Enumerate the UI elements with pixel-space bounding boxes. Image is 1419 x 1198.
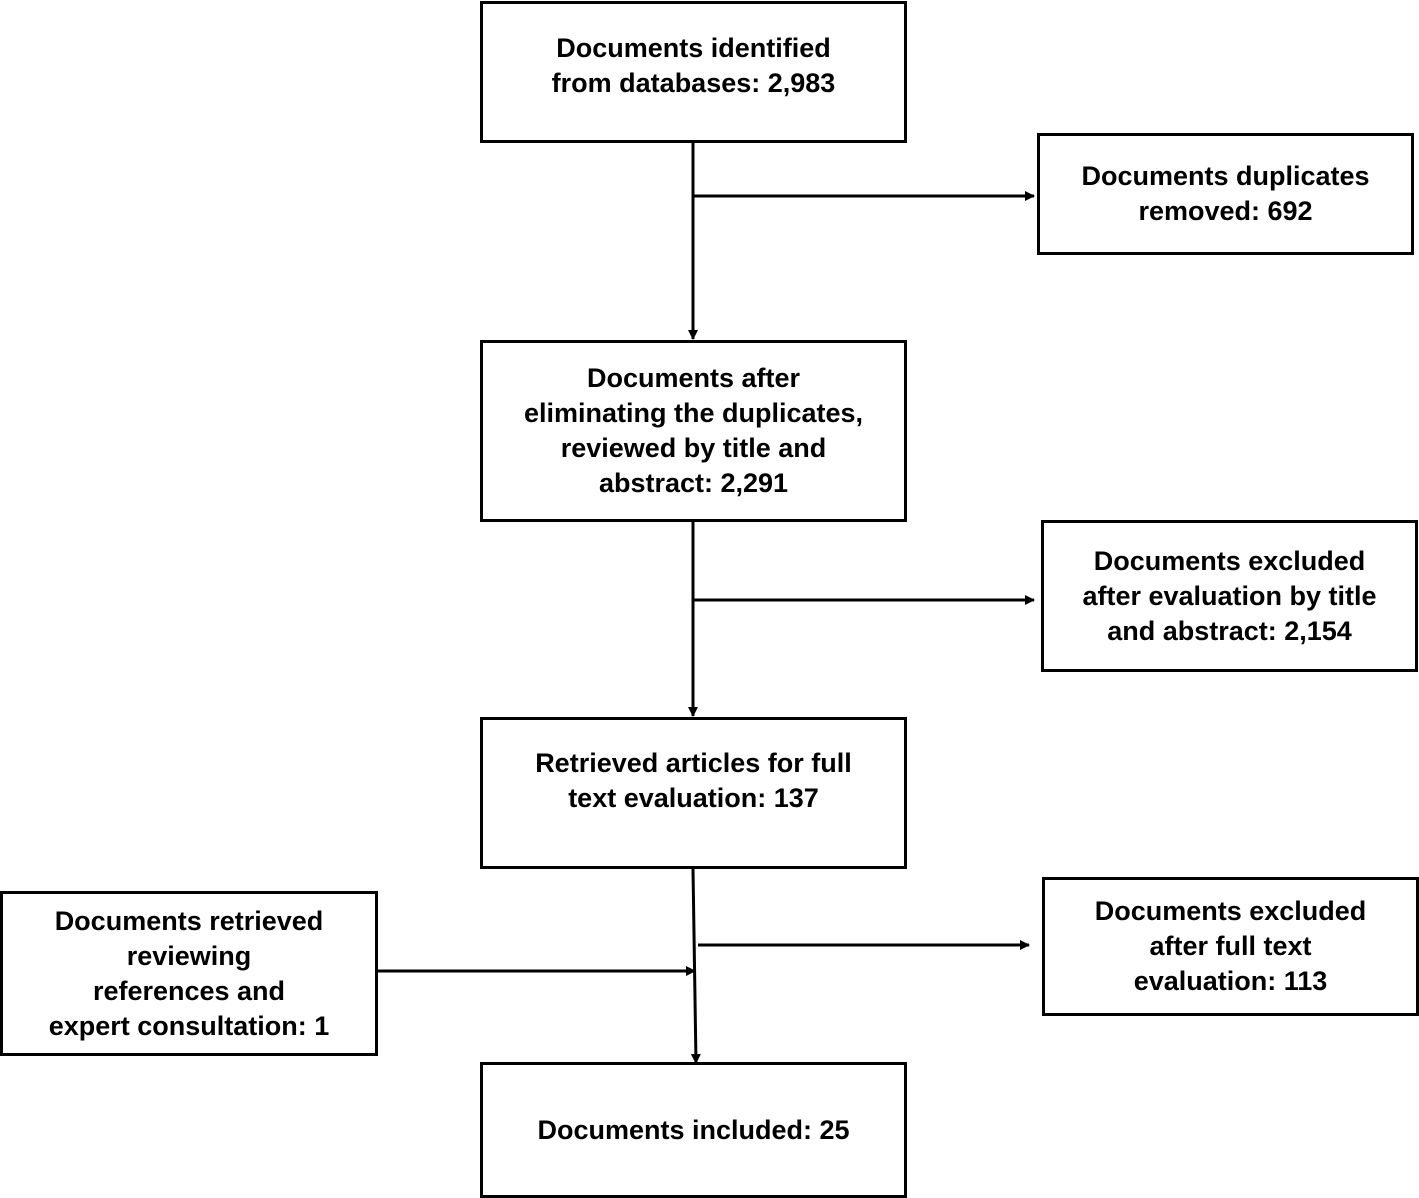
excluded-full-text-text: Documents excluded after full text evalu…	[1094, 896, 1367, 996]
screened-text: Documents after eliminating the duplicat…	[523, 363, 864, 498]
connector-full-text-to-included	[690, 868, 701, 1064]
other-sources-text: Documents retrieved reviewing references…	[48, 905, 330, 1041]
duplicates-removed-text: Documents duplicates removed: 692	[1081, 161, 1370, 226]
full-text-text: Retrieved articles for full text evaluat…	[535, 748, 852, 813]
screened-box: Documents after eliminating the duplicat…	[480, 340, 907, 522]
full-text-box: Retrieved articles for full text evaluat…	[480, 717, 907, 869]
excluded-title-abstract-box: Documents excluded after evaluation by t…	[1041, 520, 1418, 672]
duplicates-removed-box: Documents duplicates removed: 692	[1037, 133, 1414, 255]
included-box: Documents included: 25	[480, 1062, 907, 1198]
excluded-full-text-box: Documents excluded after full text evalu…	[1042, 877, 1419, 1016]
identified-box: Documents identified from databases: 2,9…	[480, 1, 907, 143]
other-sources-box: Documents retrieved reviewing references…	[0, 891, 378, 1056]
identified-text: Documents identified from databases: 2,9…	[551, 33, 836, 98]
included-text: Documents included: 25	[537, 1114, 850, 1145]
excluded-title-abstract-text: Documents excluded after evaluation by t…	[1082, 545, 1377, 646]
